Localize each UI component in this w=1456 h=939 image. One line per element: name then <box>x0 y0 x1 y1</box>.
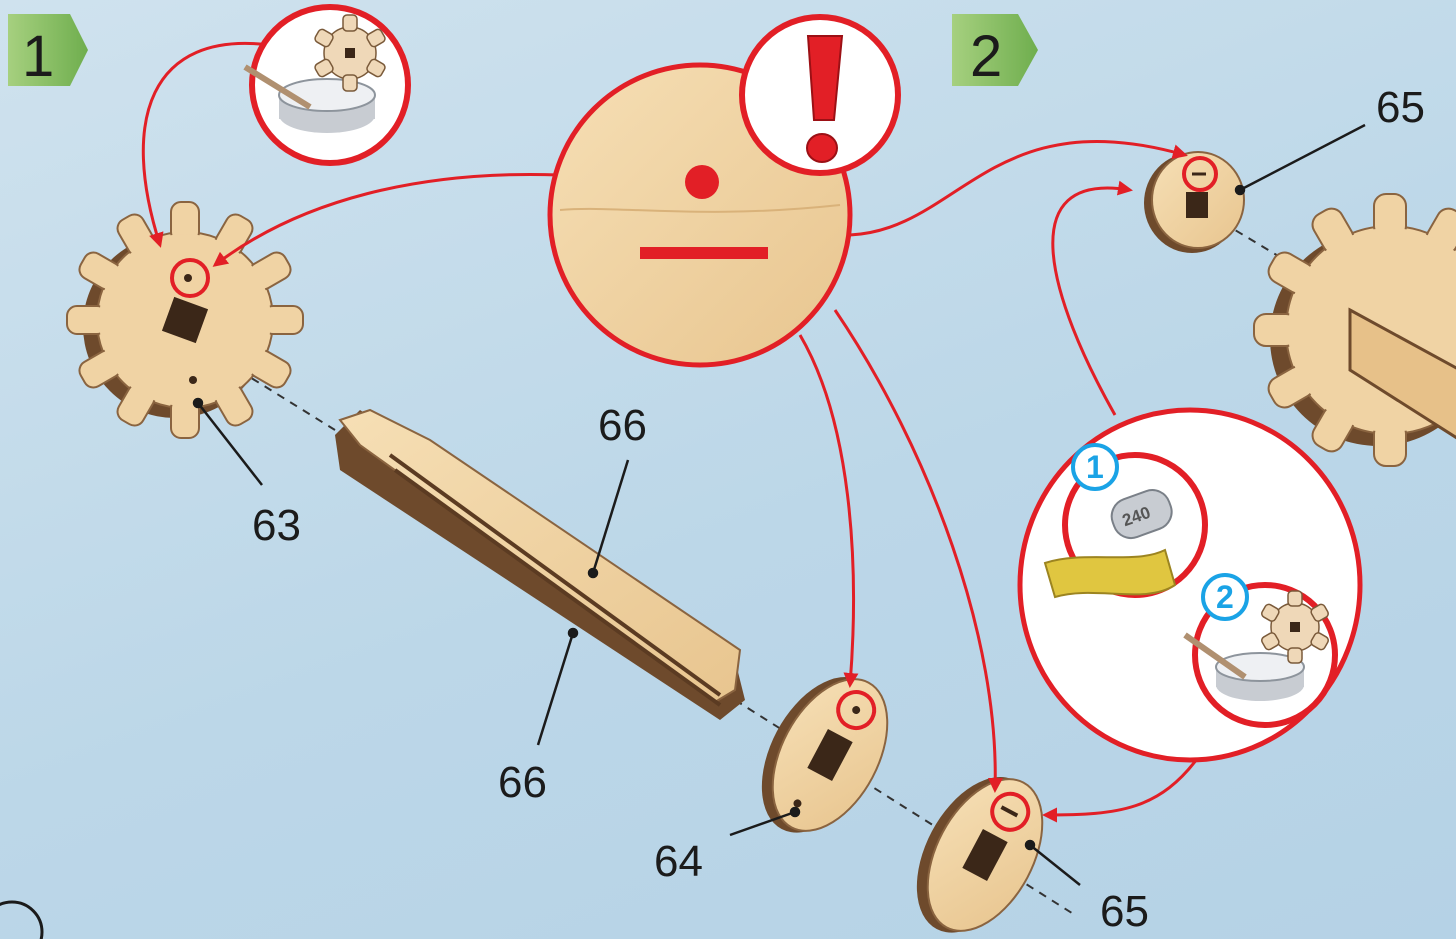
stick-part-66 <box>335 410 745 720</box>
step-circle-badge-1: 1 <box>1073 445 1117 489</box>
label-part-63: 63 <box>252 501 301 550</box>
step-circle-badge-2: 2 <box>1203 575 1247 619</box>
svg-text:1: 1 <box>1086 449 1104 485</box>
step-badge-2: 2 <box>952 14 1038 89</box>
svg-text:2: 2 <box>1216 579 1234 615</box>
disc-part-64 <box>737 655 910 855</box>
label-part-65-bottom: 65 <box>1100 887 1149 936</box>
label-part-66-bottom: 66 <box>498 758 547 807</box>
disc-part-65-top <box>1144 152 1244 253</box>
warning-exclamation-icon <box>742 17 898 173</box>
preparation-callout: 240 1 <box>1020 410 1360 760</box>
disc-part-65-bottom <box>892 755 1065 939</box>
gear-assembly-partial <box>1254 194 1456 466</box>
glue-pot-icon <box>245 7 408 163</box>
step-badge-1: 1 <box>8 14 88 89</box>
gear-part-63 <box>67 202 303 438</box>
label-part-65-top: 65 <box>1376 83 1425 132</box>
label-part-64: 64 <box>654 837 703 886</box>
step-number-2: 2 <box>970 24 1002 89</box>
page-edge-marker <box>0 902 42 939</box>
label-part-66-top: 66 <box>598 401 647 450</box>
step-number-1: 1 <box>22 24 54 89</box>
